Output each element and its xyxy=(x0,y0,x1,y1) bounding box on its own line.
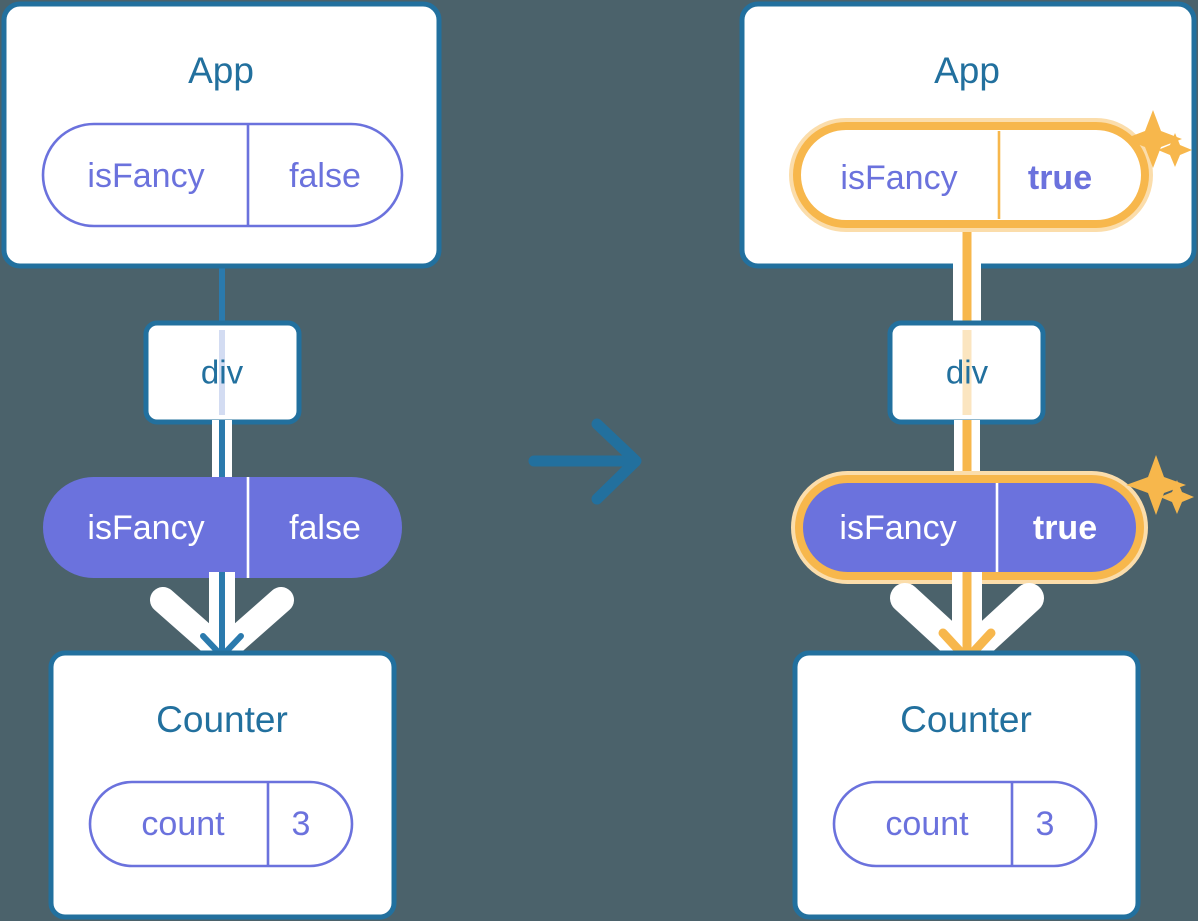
right-prop-pill[interactable]: isFancy true xyxy=(791,471,1148,584)
left-prop-value: false xyxy=(289,509,361,547)
left-app-title: App xyxy=(188,50,254,91)
right-counter-key: count xyxy=(885,805,969,843)
left-counter-value: 3 xyxy=(292,805,311,843)
right-div-label: div xyxy=(946,354,989,391)
right-counter-state-pill: count 3 xyxy=(832,780,1098,868)
sparkle-large-icon-2 xyxy=(1126,455,1186,515)
right-arrow-to-counter xyxy=(890,572,1044,670)
right-div-node: div xyxy=(887,320,1046,425)
left-app-state-value: false xyxy=(289,157,361,195)
left-counter-title: Counter xyxy=(156,699,288,740)
left-app-state-key: isFancy xyxy=(87,157,204,195)
transition-arrow-icon xyxy=(528,418,642,505)
sparkle-small-icon-2 xyxy=(1160,480,1194,514)
right-counter-title: Counter xyxy=(900,699,1032,740)
right-prop-value: true xyxy=(1033,509,1097,547)
right-counter-value: 3 xyxy=(1036,805,1055,843)
right-app-state-key: isFancy xyxy=(840,159,957,197)
left-arrow-to-counter xyxy=(150,572,294,665)
left-counter-key: count xyxy=(141,805,225,843)
left-prop-key: isFancy xyxy=(87,509,204,547)
right-prop-key: isFancy xyxy=(839,509,956,547)
left-counter-state-pill: count 3 xyxy=(88,780,354,868)
left-div-node: div xyxy=(143,320,302,425)
right-app-title: App xyxy=(934,50,1000,91)
right-app-state-pill[interactable]: isFancy true xyxy=(789,118,1153,232)
left-app-state-pill: isFancy false xyxy=(41,122,404,228)
right-connector-app-exit xyxy=(953,218,981,336)
left-div-label: div xyxy=(201,354,244,391)
left-prop-pill: isFancy false xyxy=(43,477,402,578)
sparkle-small-icon xyxy=(1158,133,1192,167)
right-app-state-value: true xyxy=(1028,159,1092,197)
sparkle-large-icon xyxy=(1124,110,1182,168)
